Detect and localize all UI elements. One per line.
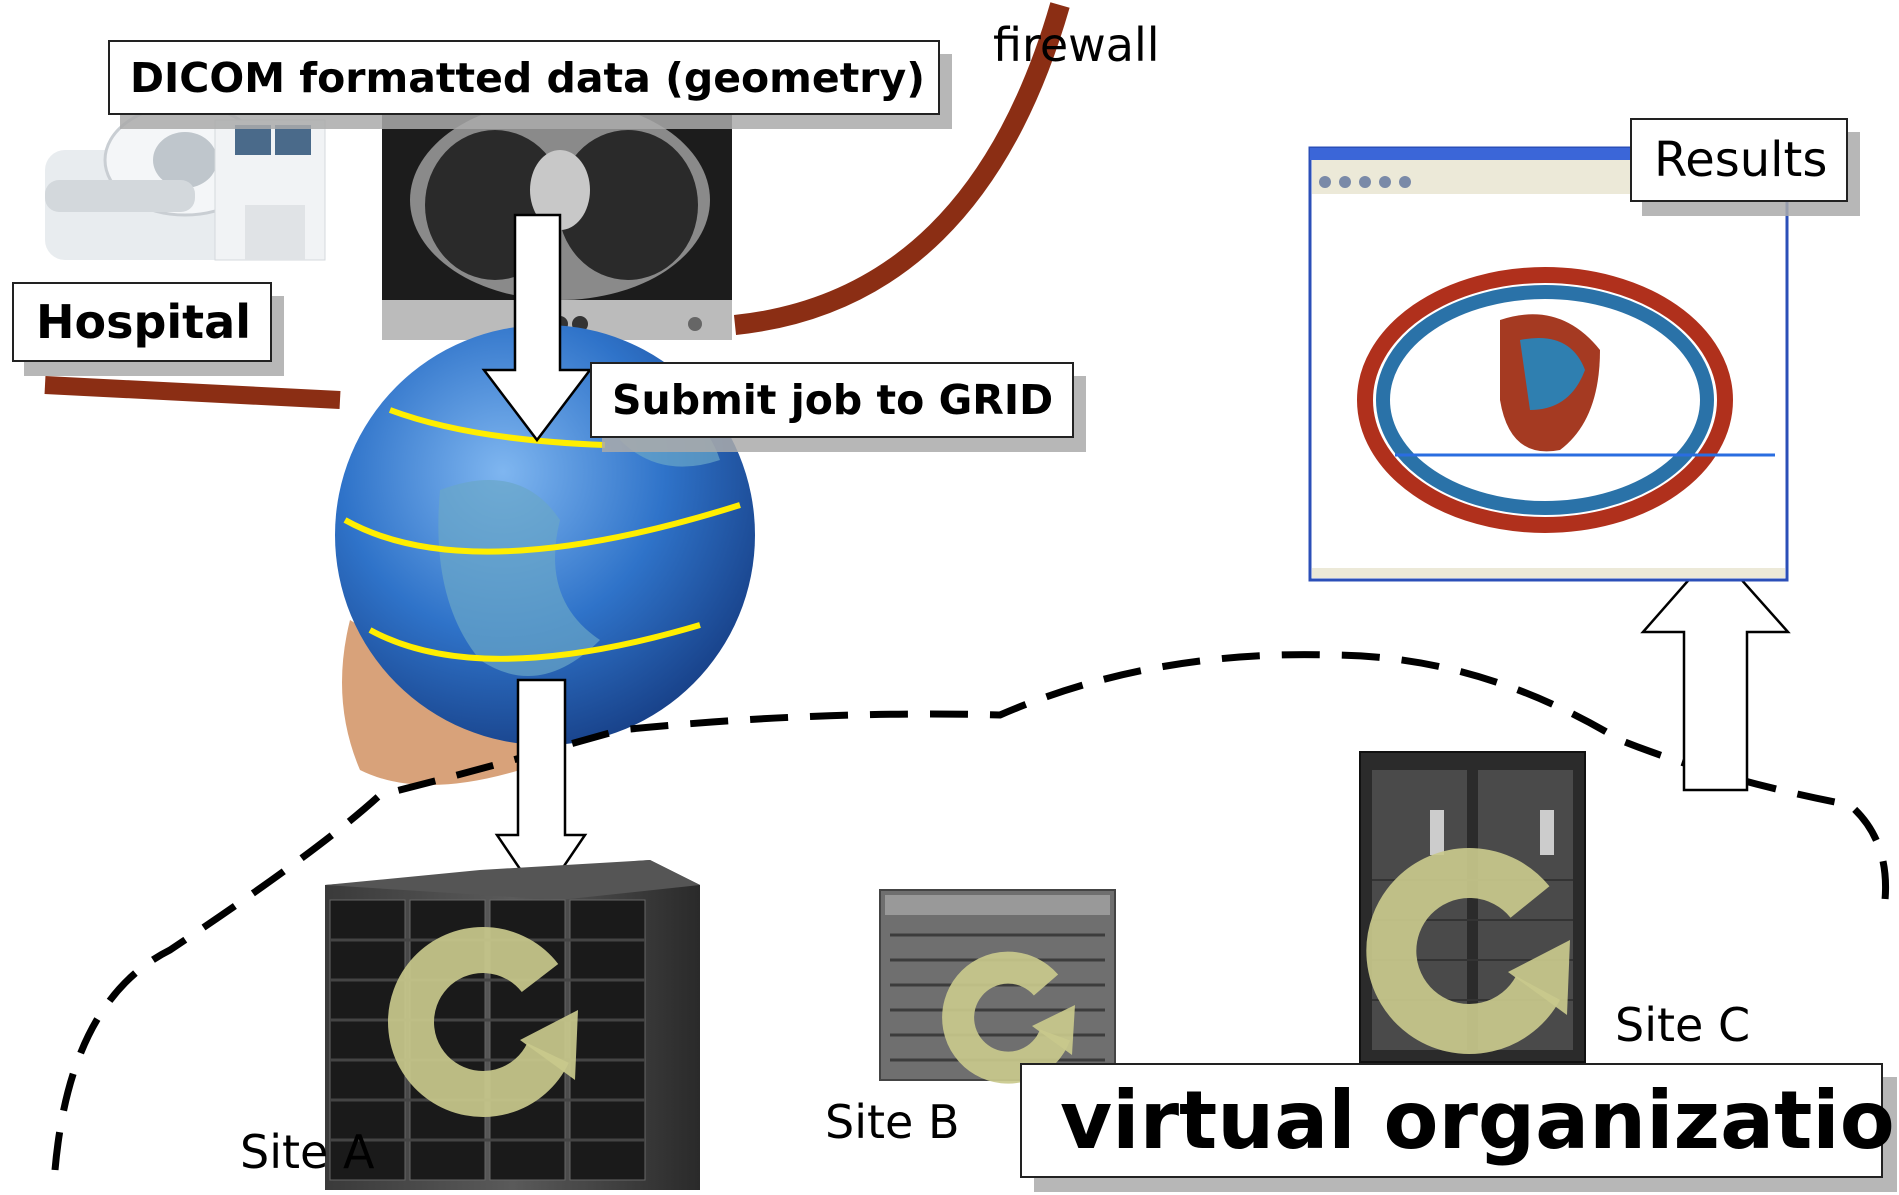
- hospital-label: Hospital: [12, 282, 272, 362]
- hospital-boundary-line: [44, 376, 341, 409]
- firewall-curve: [733, 2, 1070, 335]
- refresh-cycle-icon: [1366, 848, 1570, 1054]
- browser-window-results-icon: [1308, 146, 1789, 582]
- ct-scanner-icon: [45, 103, 326, 261]
- site-a-label: Site A: [240, 1125, 375, 1179]
- site-b-label: Site B: [825, 1095, 960, 1149]
- dicom-data-label: DICOM formatted data (geometry): [108, 40, 940, 115]
- submit-job-label-text: Submit job to GRID: [612, 376, 1054, 424]
- hospital-label-text: Hospital: [36, 295, 251, 349]
- arrow-down-icon: [481, 213, 593, 443]
- results-label: Results: [1630, 118, 1848, 202]
- refresh-cycle-icon: [388, 927, 578, 1117]
- virtual-organization-label: virtual organization: [1020, 1063, 1899, 1178]
- site-c-label: Site C: [1615, 998, 1751, 1052]
- virtual-organization-label-text: virtual organization: [1060, 1074, 1899, 1167]
- server-cluster-icon: [325, 860, 700, 1190]
- results-label-text: Results: [1654, 132, 1828, 188]
- firewall-label: firewall: [993, 18, 1160, 72]
- dicom-data-label-text: DICOM formatted data (geometry): [130, 53, 925, 102]
- arrow-up-icon: [1640, 548, 1791, 792]
- submit-job-label: Submit job to GRID: [590, 362, 1074, 438]
